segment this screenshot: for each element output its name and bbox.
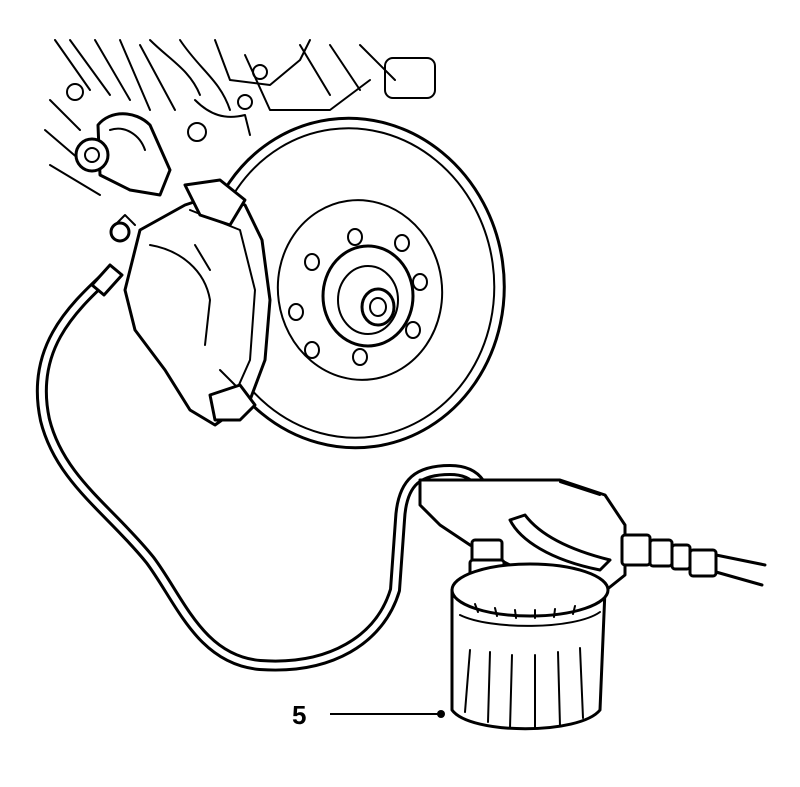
wheel-hub <box>288 228 428 366</box>
callout-anchor-dot <box>437 710 445 718</box>
suspension-background <box>44 39 436 196</box>
wheel-stud-holes <box>288 228 428 366</box>
callout-number: 5 <box>292 700 306 730</box>
steering-knuckle <box>74 112 172 197</box>
air-coupling <box>620 533 767 587</box>
brake-caliper <box>109 178 272 427</box>
bleed-hose <box>35 263 493 672</box>
callout-5: 5 <box>292 700 445 730</box>
collection-bottle <box>450 562 610 731</box>
bleeder-tool <box>418 478 767 597</box>
